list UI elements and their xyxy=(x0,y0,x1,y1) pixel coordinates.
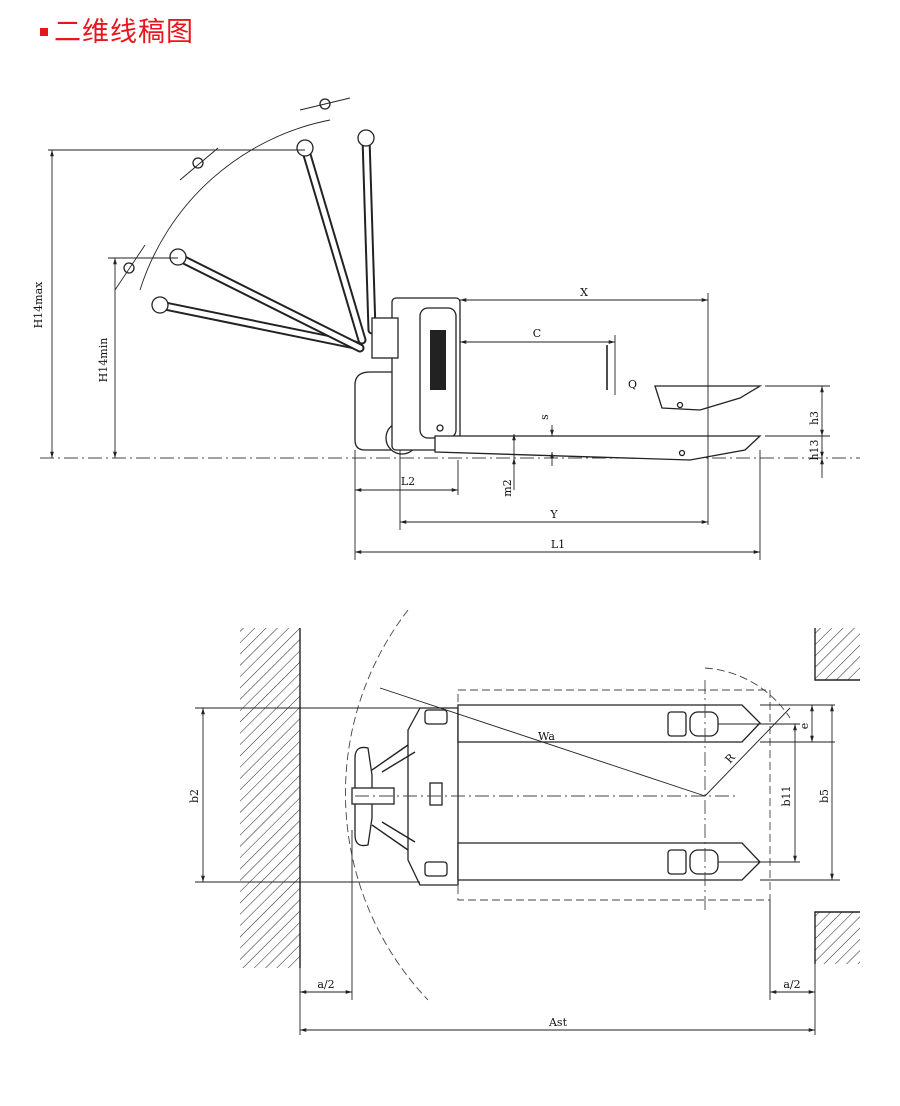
fork-tip-arc xyxy=(704,667,791,719)
label-wa: Wa xyxy=(538,730,555,743)
turning-circle-arc xyxy=(345,609,429,1001)
label-y: Y xyxy=(549,508,558,521)
label-s: s xyxy=(538,414,551,420)
label-x: X xyxy=(580,286,588,299)
r-line xyxy=(704,707,791,797)
forks-top xyxy=(457,704,761,881)
right-wall-lower-hatch xyxy=(815,912,860,964)
title-text: 二维线稿图 xyxy=(54,17,194,48)
side-view: H14max H14min X C Q s h xyxy=(32,97,860,560)
title-bullet-icon xyxy=(40,27,48,36)
truck-chassis-top xyxy=(351,707,459,886)
label-l2: L2 xyxy=(401,475,415,488)
label-h14max: H14max xyxy=(32,281,45,329)
label-b2: b2 xyxy=(188,789,201,803)
label-a2-left: a/2 xyxy=(317,978,334,991)
left-wall-hatch xyxy=(240,628,300,968)
label-m2: m2 xyxy=(501,479,514,496)
label-h13: h13 xyxy=(808,439,821,460)
handle-swing-arc xyxy=(139,119,331,291)
forks-side xyxy=(434,385,763,461)
handle-positions xyxy=(151,129,377,353)
top-dimensions: e b11 b5 b2 a/2 a/2 xyxy=(188,704,840,1035)
label-c: C xyxy=(533,327,541,340)
truck-body-side xyxy=(354,297,461,455)
label-ast: Ast xyxy=(548,1016,568,1029)
label-l1: L1 xyxy=(551,538,565,551)
right-wall-upper-hatch xyxy=(815,628,860,680)
wa-line xyxy=(379,687,706,797)
side-dimensions: H14max H14min X C Q s h xyxy=(32,149,830,560)
label-e: e xyxy=(798,723,811,730)
label-a2-right: a/2 xyxy=(783,978,800,991)
label-b11: b11 xyxy=(780,785,793,806)
label-q: Q xyxy=(628,378,637,391)
label-b5: b5 xyxy=(818,789,831,803)
label-h14min: H14min xyxy=(97,338,110,383)
arc-marker-circles xyxy=(114,97,351,291)
diagram-title: 二维线稿图 xyxy=(40,10,194,49)
label-h3: h3 xyxy=(808,411,821,425)
top-view: Wa R e b11 b5 b2 a/2 xyxy=(188,609,860,1035)
